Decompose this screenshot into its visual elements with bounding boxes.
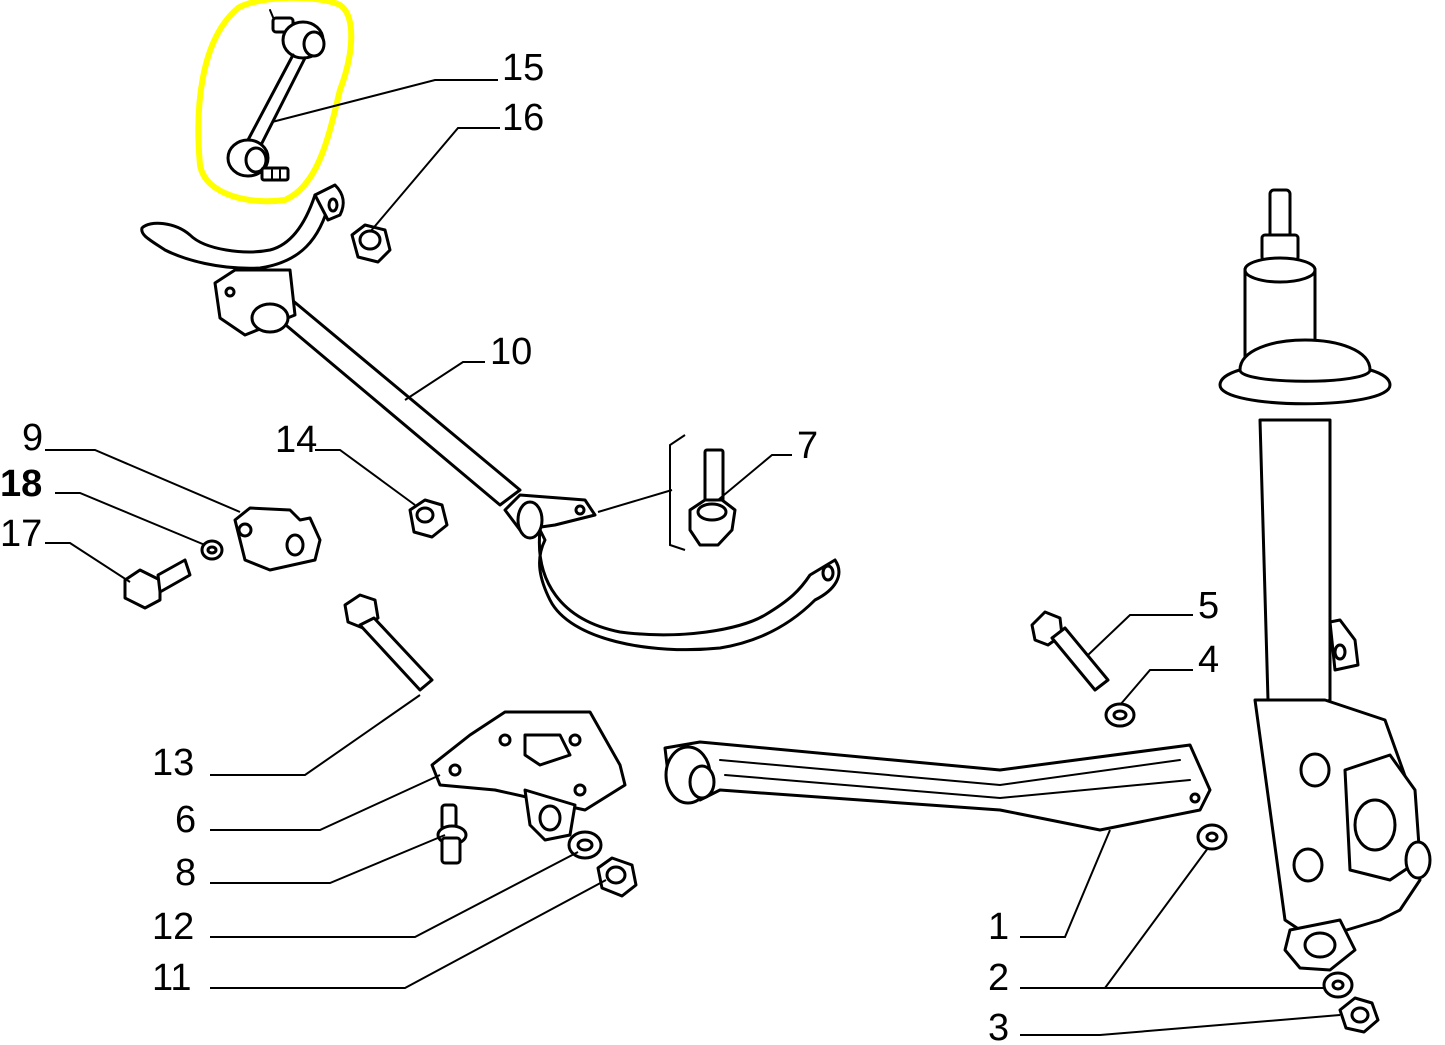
- strut-assembly: [1218, 188, 1432, 972]
- leader-9: [45, 449, 241, 513]
- part-11-nut[interactable]: [596, 856, 638, 898]
- leader-17: [45, 542, 131, 583]
- callout-7: 7: [797, 425, 818, 467]
- part-13-bolt[interactable]: [343, 593, 434, 692]
- leader-11: [210, 879, 607, 989]
- callout-12: 12: [152, 906, 194, 948]
- part-18-washer[interactable]: [200, 539, 224, 561]
- part-14-nut[interactable]: [408, 498, 449, 539]
- callout-8: 8: [175, 852, 196, 894]
- callout-6: 6: [175, 799, 196, 841]
- part-7-flange-bolt[interactable]: [669, 434, 737, 551]
- callout-18: 18: [0, 463, 42, 505]
- part-4-washer[interactable]: [1104, 702, 1136, 728]
- highlight-outline: [195, 0, 355, 205]
- leader-4: [1119, 669, 1193, 706]
- leader-16: [369, 127, 500, 233]
- part-10-stabilizer-bar[interactable]: [140, 183, 841, 652]
- callout-5: 5: [1198, 585, 1219, 627]
- leader-lines: [45, 79, 1341, 1036]
- callout-13: 13: [152, 742, 194, 784]
- leader-5: [1087, 614, 1193, 656]
- leader-6: [210, 774, 441, 831]
- leader-8: [210, 834, 446, 884]
- part-15-stabilizer-link[interactable]: [226, 9, 326, 182]
- part-5-bolt[interactable]: [1030, 610, 1110, 692]
- leader-15: [271, 79, 498, 123]
- callout-labels: 15 16 10 9 18 17 14 7 5 4 13 6 8 12 11 1…: [0, 47, 1219, 1045]
- part-2-washer[interactable]: [1196, 823, 1354, 999]
- callout-2: 2: [988, 957, 1009, 999]
- leader-10: [404, 361, 485, 401]
- part-6-mounting-plate[interactable]: [430, 710, 627, 842]
- callout-1: 1: [988, 906, 1009, 948]
- callout-10: 10: [490, 331, 532, 373]
- callout-15: 15: [502, 47, 544, 89]
- callout-17: 17: [0, 513, 42, 555]
- callout-9: 9: [22, 417, 43, 459]
- leader-13: [210, 694, 421, 776]
- part-8-stud[interactable]: [436, 803, 468, 865]
- leader-bracket-7: [597, 489, 673, 513]
- part-3-nut[interactable]: [1338, 996, 1380, 1034]
- leader-14: [315, 449, 416, 506]
- part-17-bolt[interactable]: [123, 558, 192, 610]
- leader-18: [55, 492, 206, 546]
- leader-3: [1020, 1014, 1341, 1036]
- callout-4: 4: [1198, 639, 1219, 681]
- callout-3: 3: [988, 1007, 1009, 1045]
- part-16-nut[interactable]: [350, 223, 392, 264]
- callout-16: 16: [502, 97, 544, 139]
- leader-1: [1020, 829, 1111, 938]
- leader-12: [210, 851, 579, 938]
- leader-2: [1020, 847, 1325, 989]
- leader-7: [717, 454, 792, 501]
- part-9-clamp-bracket[interactable]: [233, 506, 322, 572]
- callout-14: 14: [275, 419, 317, 461]
- part-1-control-arm[interactable]: [663, 740, 1212, 832]
- callout-11: 11: [152, 957, 191, 999]
